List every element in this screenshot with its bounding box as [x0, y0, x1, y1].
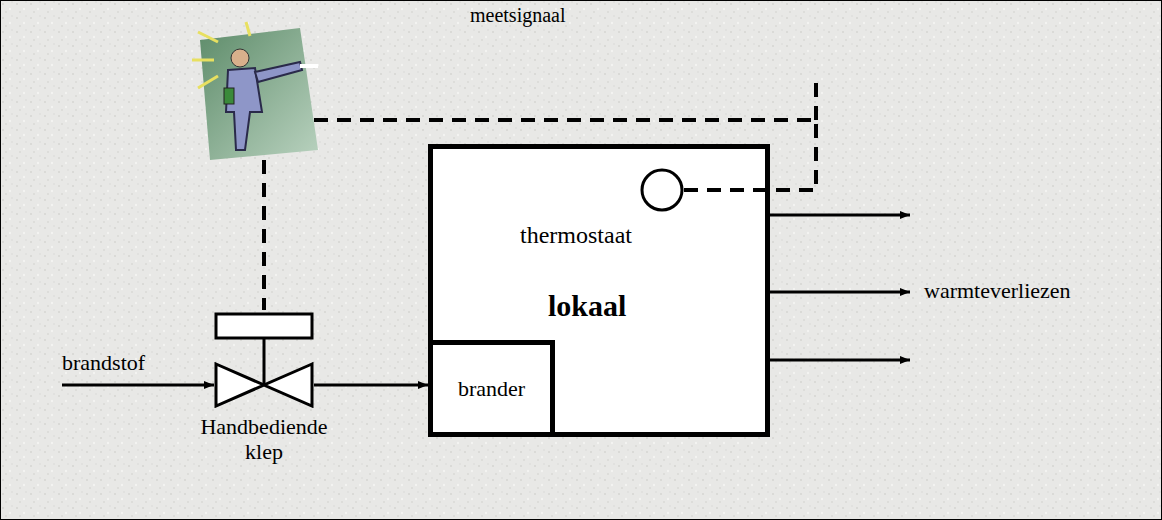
heat-loss-arrow	[770, 291, 910, 294]
flow-arrow	[314, 384, 428, 387]
signal-line	[814, 78, 818, 120]
thermostat-circle	[642, 170, 682, 210]
signal-line	[262, 160, 266, 310]
valve-symbol: Handbediende klep	[214, 362, 314, 408]
signal-line	[282, 120, 816, 190]
fuel-arrow	[62, 384, 214, 387]
operator-figure	[192, 22, 318, 160]
room-title: lokaal	[548, 289, 626, 323]
signal-label: meetsignaal	[470, 4, 566, 27]
valve-bowtie	[214, 362, 314, 408]
valve-actuator	[216, 314, 312, 338]
room-box: lokaal brander	[428, 144, 770, 437]
output-label: warmteverliezen	[924, 278, 1071, 304]
component-label: thermostaat	[520, 222, 632, 249]
valve-label: Handbediende klep	[189, 414, 339, 465]
burner-label: brander	[458, 376, 525, 402]
heat-loss-arrow	[770, 359, 910, 362]
input-label: brandstof	[62, 350, 145, 376]
heat-loss-arrow	[770, 214, 910, 217]
valve-stem	[263, 338, 266, 385]
burner-box: brander	[428, 340, 555, 437]
